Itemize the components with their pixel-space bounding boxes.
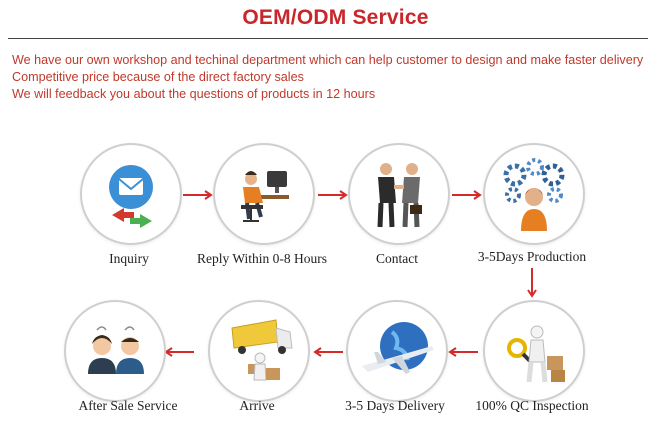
step-label: 3-5 Days Delivery [345,398,445,413]
arrow-left-icon [448,347,478,357]
qc-inspection-icon [507,325,565,383]
step-arrive-circle [208,300,310,402]
page-title: OEM/ODM Service [242,6,429,29]
step-inquiry-circle [80,143,182,245]
intro-line: Competitive price because of the direct … [12,70,304,85]
step-contact-circle [348,143,450,245]
gears-operator-icon [503,158,565,231]
intro-line: We will feedback you about the questions… [12,87,376,102]
arrow-left-icon [164,347,194,357]
arrow-left-icon [313,347,343,357]
step-qc-circle [483,300,585,402]
step-label: 3-5Days Production [477,249,587,264]
arrow-right-icon [183,190,213,200]
arrow-right-icon [318,190,348,200]
step-label: Contact [376,251,418,266]
step-production-circle [483,143,585,245]
step-label: Reply Within 0-8 Hours [196,251,328,266]
step-label: 100% QC Inspection [475,398,589,413]
step-after-sale-circle [64,300,166,402]
airplane-globe-icon [362,322,434,374]
office-worker-icon [241,171,289,222]
handshake-icon [377,163,422,228]
support-people-icon [88,326,144,374]
step-label: Arrive [239,398,275,413]
step-label: Inquiry [109,251,149,266]
step-label: After Sale Service [78,398,178,413]
arrow-down-icon [526,268,538,298]
arrow-right-icon [452,190,482,200]
intro-line: We have our own workshop and techinal de… [12,53,644,67]
envelope-icon [109,165,153,228]
step-delivery-circle [346,300,448,402]
delivery-truck-icon [231,319,293,381]
intro-text: We have our own workshop and techinal de… [12,52,652,104]
step-reply-circle [213,143,315,245]
title-divider [8,38,648,39]
